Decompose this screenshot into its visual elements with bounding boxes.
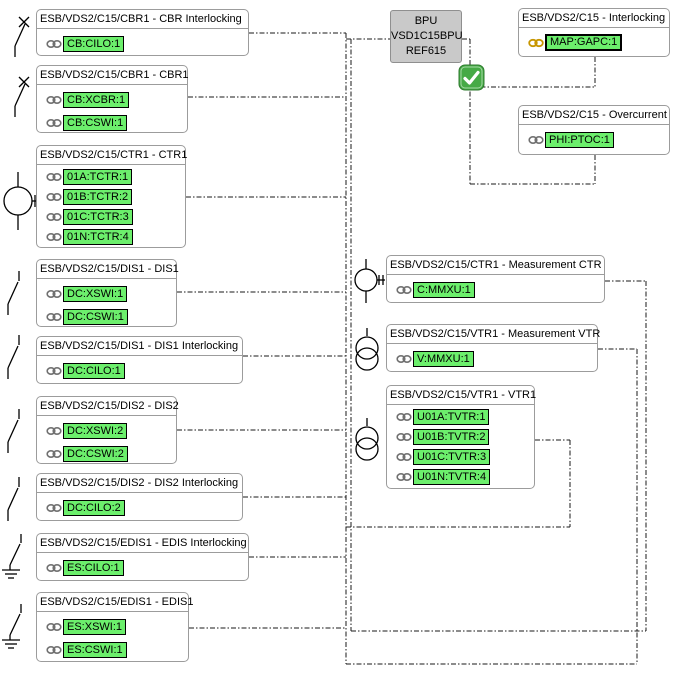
- link-icon: [46, 645, 62, 654]
- block-cbr1-interlocking[interactable]: ESB/VDS2/C15/CBR1 - CBR Interlocking CB:…: [36, 9, 249, 56]
- circuit-breaker-icon: [14, 16, 30, 57]
- block-cbr1[interactable]: ESB/VDS2/C15/CBR1 - CBR1 CB:XCBR:1 CB:CS…: [36, 65, 189, 133]
- block-dis2[interactable]: ESB/VDS2/C15/DIS2 - DIS2 DC:XSWI:2 DC:CS…: [36, 396, 179, 464]
- block-title: ESB/VDS2/C15/DIS1 - DIS1 Interlocking: [37, 337, 242, 356]
- logical-node-badge[interactable]: U01C:TVTR:3: [413, 448, 491, 465]
- ied-title: BPU: [414, 15, 438, 27]
- link-icon: [396, 354, 412, 363]
- logical-node-badge[interactable]: ES:XSWI:1: [63, 618, 127, 635]
- logical-node-badge[interactable]: C:MMXU:1: [413, 281, 475, 298]
- link-icon: [396, 412, 412, 421]
- block-overcurrent[interactable]: ESB/VDS2/C15 - Overcurrent PHI:PTOC:1: [518, 105, 670, 155]
- logical-node-badge[interactable]: DC:CSWI:2: [63, 445, 128, 462]
- block-title: ESB/VDS2/C15/DIS2 - DIS2: [37, 397, 179, 416]
- link-icon: [46, 118, 62, 127]
- disconnector-icon: [7, 477, 20, 521]
- block-title: ESB/VDS2/C15/VTR1 - Measurement VTR: [387, 325, 600, 344]
- block-title: ESB/VDS2/C15/DIS2 - DIS2 Interlocking: [37, 474, 242, 493]
- block-interlocking[interactable]: ESB/VDS2/C15 - Interlocking MAP:GAPC:1: [518, 8, 670, 57]
- link-icon: [46, 622, 62, 631]
- link-icon-selected: [528, 38, 544, 47]
- logical-node-badge[interactable]: CB:XCBR:1: [63, 91, 130, 108]
- link-icon: [46, 212, 62, 221]
- block-ctr1[interactable]: ESB/VDS2/C15/CTR1 - CTR1 01A:TCTR:1 01B:…: [36, 145, 187, 248]
- logical-node-badge[interactable]: ES:CSWI:1: [63, 641, 127, 658]
- logical-node-badge[interactable]: CB:CILO:1: [63, 35, 125, 52]
- link-icon: [46, 312, 62, 321]
- earth-switch-icon: [2, 534, 22, 579]
- logical-node-badge[interactable]: 01C:TCTR:3: [63, 208, 133, 225]
- logical-node-badge[interactable]: U01A:TVTR:1: [413, 408, 490, 425]
- logical-node-badge[interactable]: V:MMXU:1: [413, 350, 474, 367]
- ied-device-block[interactable]: BPU VSD1C15BPU REF615: [390, 10, 463, 63]
- link-icon: [46, 39, 62, 48]
- ied-name: VSD1C15BPU: [391, 30, 463, 42]
- link-icon: [528, 135, 544, 144]
- logical-node-badge[interactable]: 01B:TCTR:2: [63, 188, 133, 205]
- link-icon: [46, 172, 62, 181]
- logical-node-badge[interactable]: 01N:TCTR:4: [63, 228, 133, 245]
- link-icon: [396, 472, 412, 481]
- logical-node-badge[interactable]: 01A:TCTR:1: [63, 168, 133, 185]
- block-title: ESB/VDS2/C15/VTR1 - VTR1: [387, 386, 536, 405]
- link-icon: [396, 452, 412, 461]
- logical-node-badge[interactable]: ES:CILO:1: [63, 559, 124, 576]
- disconnector-icon: [7, 335, 20, 379]
- earth-switch-icon: [2, 604, 22, 649]
- block-title: ESB/VDS2/C15/EDIS1 - EDIS1: [37, 593, 193, 612]
- block-measurement-vtr[interactable]: ESB/VDS2/C15/VTR1 - Measurement VTR V:MM…: [386, 324, 600, 372]
- block-title: ESB/VDS2/C15 - Interlocking: [519, 9, 669, 28]
- link-icon: [46, 563, 62, 572]
- block-vtr1[interactable]: ESB/VDS2/C15/VTR1 - VTR1 U01A:TVTR:1 U01…: [386, 385, 536, 489]
- ied-type: REF615: [405, 45, 447, 57]
- link-icon: [46, 192, 62, 201]
- block-edis1[interactable]: ESB/VDS2/C15/EDIS1 - EDIS1 ES:XSWI:1 ES:…: [36, 592, 193, 662]
- logical-node-badge-selected[interactable]: MAP:GAPC:1: [545, 34, 623, 51]
- voltage-transformer-icon: [355, 418, 379, 461]
- block-title: ESB/VDS2/C15/CTR1 - Measurement CTR: [387, 256, 604, 275]
- logical-node-badge[interactable]: PHI:PTOC:1: [545, 131, 614, 148]
- block-title: ESB/VDS2/C15/CBR1 - CBR1: [37, 66, 189, 85]
- logical-node-badge[interactable]: DC:CSWI:1: [63, 308, 128, 325]
- block-dis1[interactable]: ESB/VDS2/C15/DIS1 - DIS1 DC:XSWI:1 DC:CS…: [36, 259, 179, 327]
- logical-node-badge[interactable]: DC:CILO:2: [63, 499, 125, 516]
- logical-node-badge[interactable]: U01N:TVTR:4: [413, 468, 491, 485]
- link-icon: [396, 432, 412, 441]
- link-icon: [46, 503, 62, 512]
- check-status-icon: [458, 64, 485, 91]
- disconnector-icon: [7, 409, 20, 453]
- logical-node-badge[interactable]: DC:XSWI:1: [63, 285, 128, 302]
- block-title: ESB/VDS2/C15/EDIS1 - EDIS Interlocking: [37, 534, 248, 553]
- logical-node-badge[interactable]: DC:CILO:1: [63, 362, 125, 379]
- link-icon: [396, 285, 412, 294]
- current-transformer-icon: [3, 172, 42, 230]
- block-measurement-ctr[interactable]: ESB/VDS2/C15/CTR1 - Measurement CTR C:MM…: [386, 255, 605, 303]
- link-icon: [46, 232, 62, 241]
- logical-node-badge[interactable]: CB:CSWI:1: [63, 114, 128, 131]
- link-icon: [46, 426, 62, 435]
- link-icon: [46, 366, 62, 375]
- disconnector-icon: [7, 271, 20, 315]
- block-edis-interlocking[interactable]: ESB/VDS2/C15/EDIS1 - EDIS Interlocking E…: [36, 533, 249, 581]
- link-icon: [46, 449, 62, 458]
- link-icon: [46, 289, 62, 298]
- block-title: ESB/VDS2/C15/CBR1 - CBR Interlocking: [37, 10, 248, 29]
- block-title: ESB/VDS2/C15 - Overcurrent: [519, 106, 669, 125]
- block-dis2-interlocking[interactable]: ESB/VDS2/C15/DIS2 - DIS2 Interlocking DC…: [36, 473, 243, 521]
- block-title: ESB/VDS2/C15/CTR1 - CTR1: [37, 146, 187, 165]
- block-title: ESB/VDS2/C15/DIS1 - DIS1: [37, 260, 179, 279]
- logical-node-badge[interactable]: U01B:TVTR:2: [413, 428, 490, 445]
- link-icon: [46, 95, 62, 104]
- block-dis1-interlocking[interactable]: ESB/VDS2/C15/DIS1 - DIS1 Interlocking DC…: [36, 336, 243, 384]
- circuit-breaker-icon: [14, 76, 30, 117]
- logical-node-badge[interactable]: DC:XSWI:2: [63, 422, 128, 439]
- voltage-transformer-icon: [355, 328, 379, 371]
- current-transformer-icon: [354, 259, 385, 303]
